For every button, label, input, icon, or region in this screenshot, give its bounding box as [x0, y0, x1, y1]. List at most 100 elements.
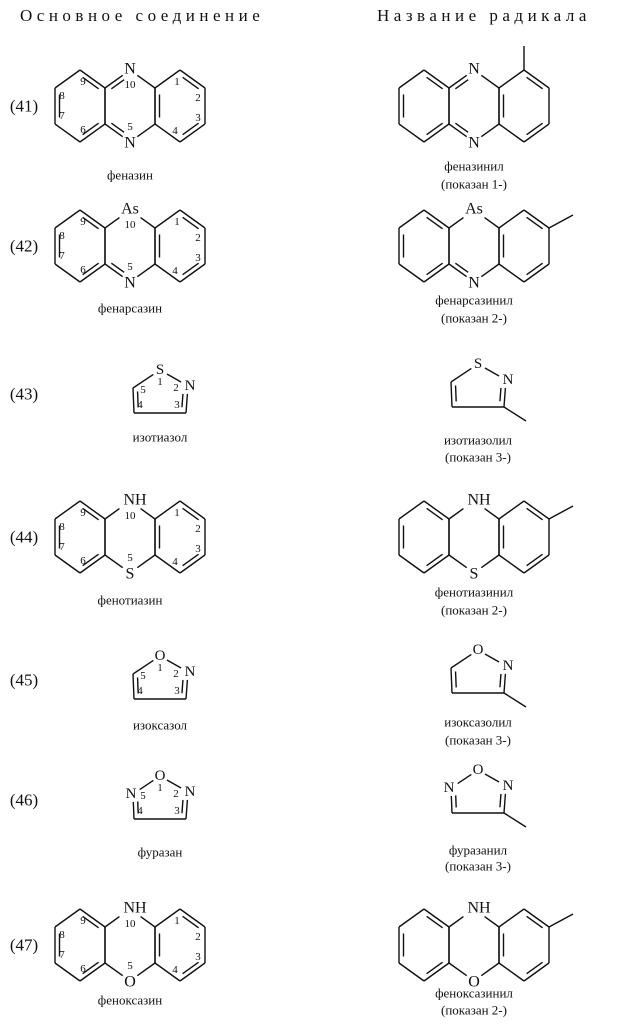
heteroatom-bottom: O	[124, 974, 136, 991]
bond	[185, 799, 189, 820]
bond	[179, 554, 206, 574]
bond	[136, 391, 139, 408]
bond	[423, 500, 450, 520]
parent-name: фуразан	[138, 845, 183, 860]
column-header-radical-name: Название радикала	[377, 6, 591, 25]
bond	[154, 263, 181, 283]
bond	[179, 69, 206, 89]
locant-5: 5	[140, 384, 146, 396]
bond	[423, 962, 450, 982]
locant-1: 1	[157, 782, 163, 794]
bond	[79, 209, 106, 229]
parent-name: феназин	[107, 168, 153, 183]
bond	[182, 507, 200, 521]
bond	[182, 76, 200, 90]
bond	[82, 961, 100, 975]
bond	[398, 554, 425, 574]
bond	[480, 962, 500, 977]
bond	[484, 916, 500, 928]
locant-6: 6	[80, 963, 86, 975]
bond	[426, 915, 444, 929]
bond	[480, 123, 500, 138]
bond	[498, 962, 525, 982]
radical-name: феноксазинил	[435, 986, 513, 1001]
heteroatom-bottom: N	[124, 135, 136, 152]
locant-4: 4	[172, 964, 178, 976]
bond	[503, 406, 527, 422]
bond	[54, 500, 81, 520]
bond	[454, 262, 469, 273]
bond	[398, 209, 425, 229]
bond	[450, 381, 453, 408]
bond	[182, 216, 200, 230]
locant-3: 3	[195, 252, 201, 264]
radical-note: (показан 2-)	[441, 1003, 507, 1018]
bond	[132, 387, 135, 414]
bond	[54, 123, 81, 143]
bond	[448, 123, 468, 138]
bond	[523, 263, 550, 283]
bond	[498, 209, 525, 229]
locant-6: 6	[80, 264, 86, 276]
bond	[503, 812, 527, 828]
bond	[79, 962, 106, 982]
bond	[166, 779, 182, 789]
radical-note: (показан 3-)	[445, 450, 511, 465]
bond	[498, 554, 525, 574]
heteroatom-1: O	[473, 642, 484, 658]
bond	[526, 262, 544, 276]
nitrogen-2: N	[185, 664, 196, 680]
locant-1: 1	[174, 915, 180, 927]
locant-1: 1	[157, 376, 163, 388]
bond	[79, 123, 106, 143]
bond	[526, 553, 544, 567]
bond	[179, 123, 206, 143]
bond	[104, 263, 124, 278]
bond	[179, 962, 206, 982]
bond	[448, 554, 468, 569]
locant-4: 4	[172, 265, 178, 277]
heteroatom-1: O	[155, 768, 166, 784]
nitrogen-2: N	[185, 784, 196, 800]
heteroatom-top: N	[124, 61, 136, 78]
radical-structure: ON	[450, 642, 527, 708]
radical-structure: ONN	[444, 762, 527, 828]
bond	[181, 679, 184, 694]
bond	[426, 76, 444, 90]
bond	[54, 69, 81, 89]
bond	[398, 962, 425, 982]
radical-structure: SN	[450, 356, 527, 422]
bond	[398, 123, 425, 143]
bond	[499, 387, 502, 402]
parent-name: фенарсазин	[98, 301, 162, 316]
bond	[54, 962, 81, 982]
radical-name: феназинил	[444, 159, 504, 174]
bond	[498, 123, 525, 143]
parent-name: изотиазол	[133, 430, 188, 445]
bond	[498, 908, 525, 928]
locant-8: 8	[59, 90, 65, 102]
heteroatom-top: NH	[467, 492, 491, 509]
bond	[523, 554, 550, 574]
locant-9: 9	[80, 915, 86, 927]
radical-name: изотиазолил	[444, 433, 513, 448]
locant-3: 3	[174, 399, 180, 411]
bond	[548, 913, 574, 928]
bond	[484, 773, 500, 783]
bond	[398, 263, 425, 283]
heteroatom-top: As	[121, 201, 139, 218]
bond	[154, 69, 181, 89]
radical-name: фенарсазинил	[435, 293, 513, 308]
locant-4: 4	[137, 399, 143, 411]
column-header-parent-compound: Основное соединение	[20, 6, 265, 25]
bond	[548, 505, 574, 520]
bond	[179, 209, 206, 229]
bond	[154, 554, 181, 574]
bond	[182, 961, 200, 975]
locant-1: 1	[174, 507, 180, 519]
bond	[104, 508, 120, 520]
